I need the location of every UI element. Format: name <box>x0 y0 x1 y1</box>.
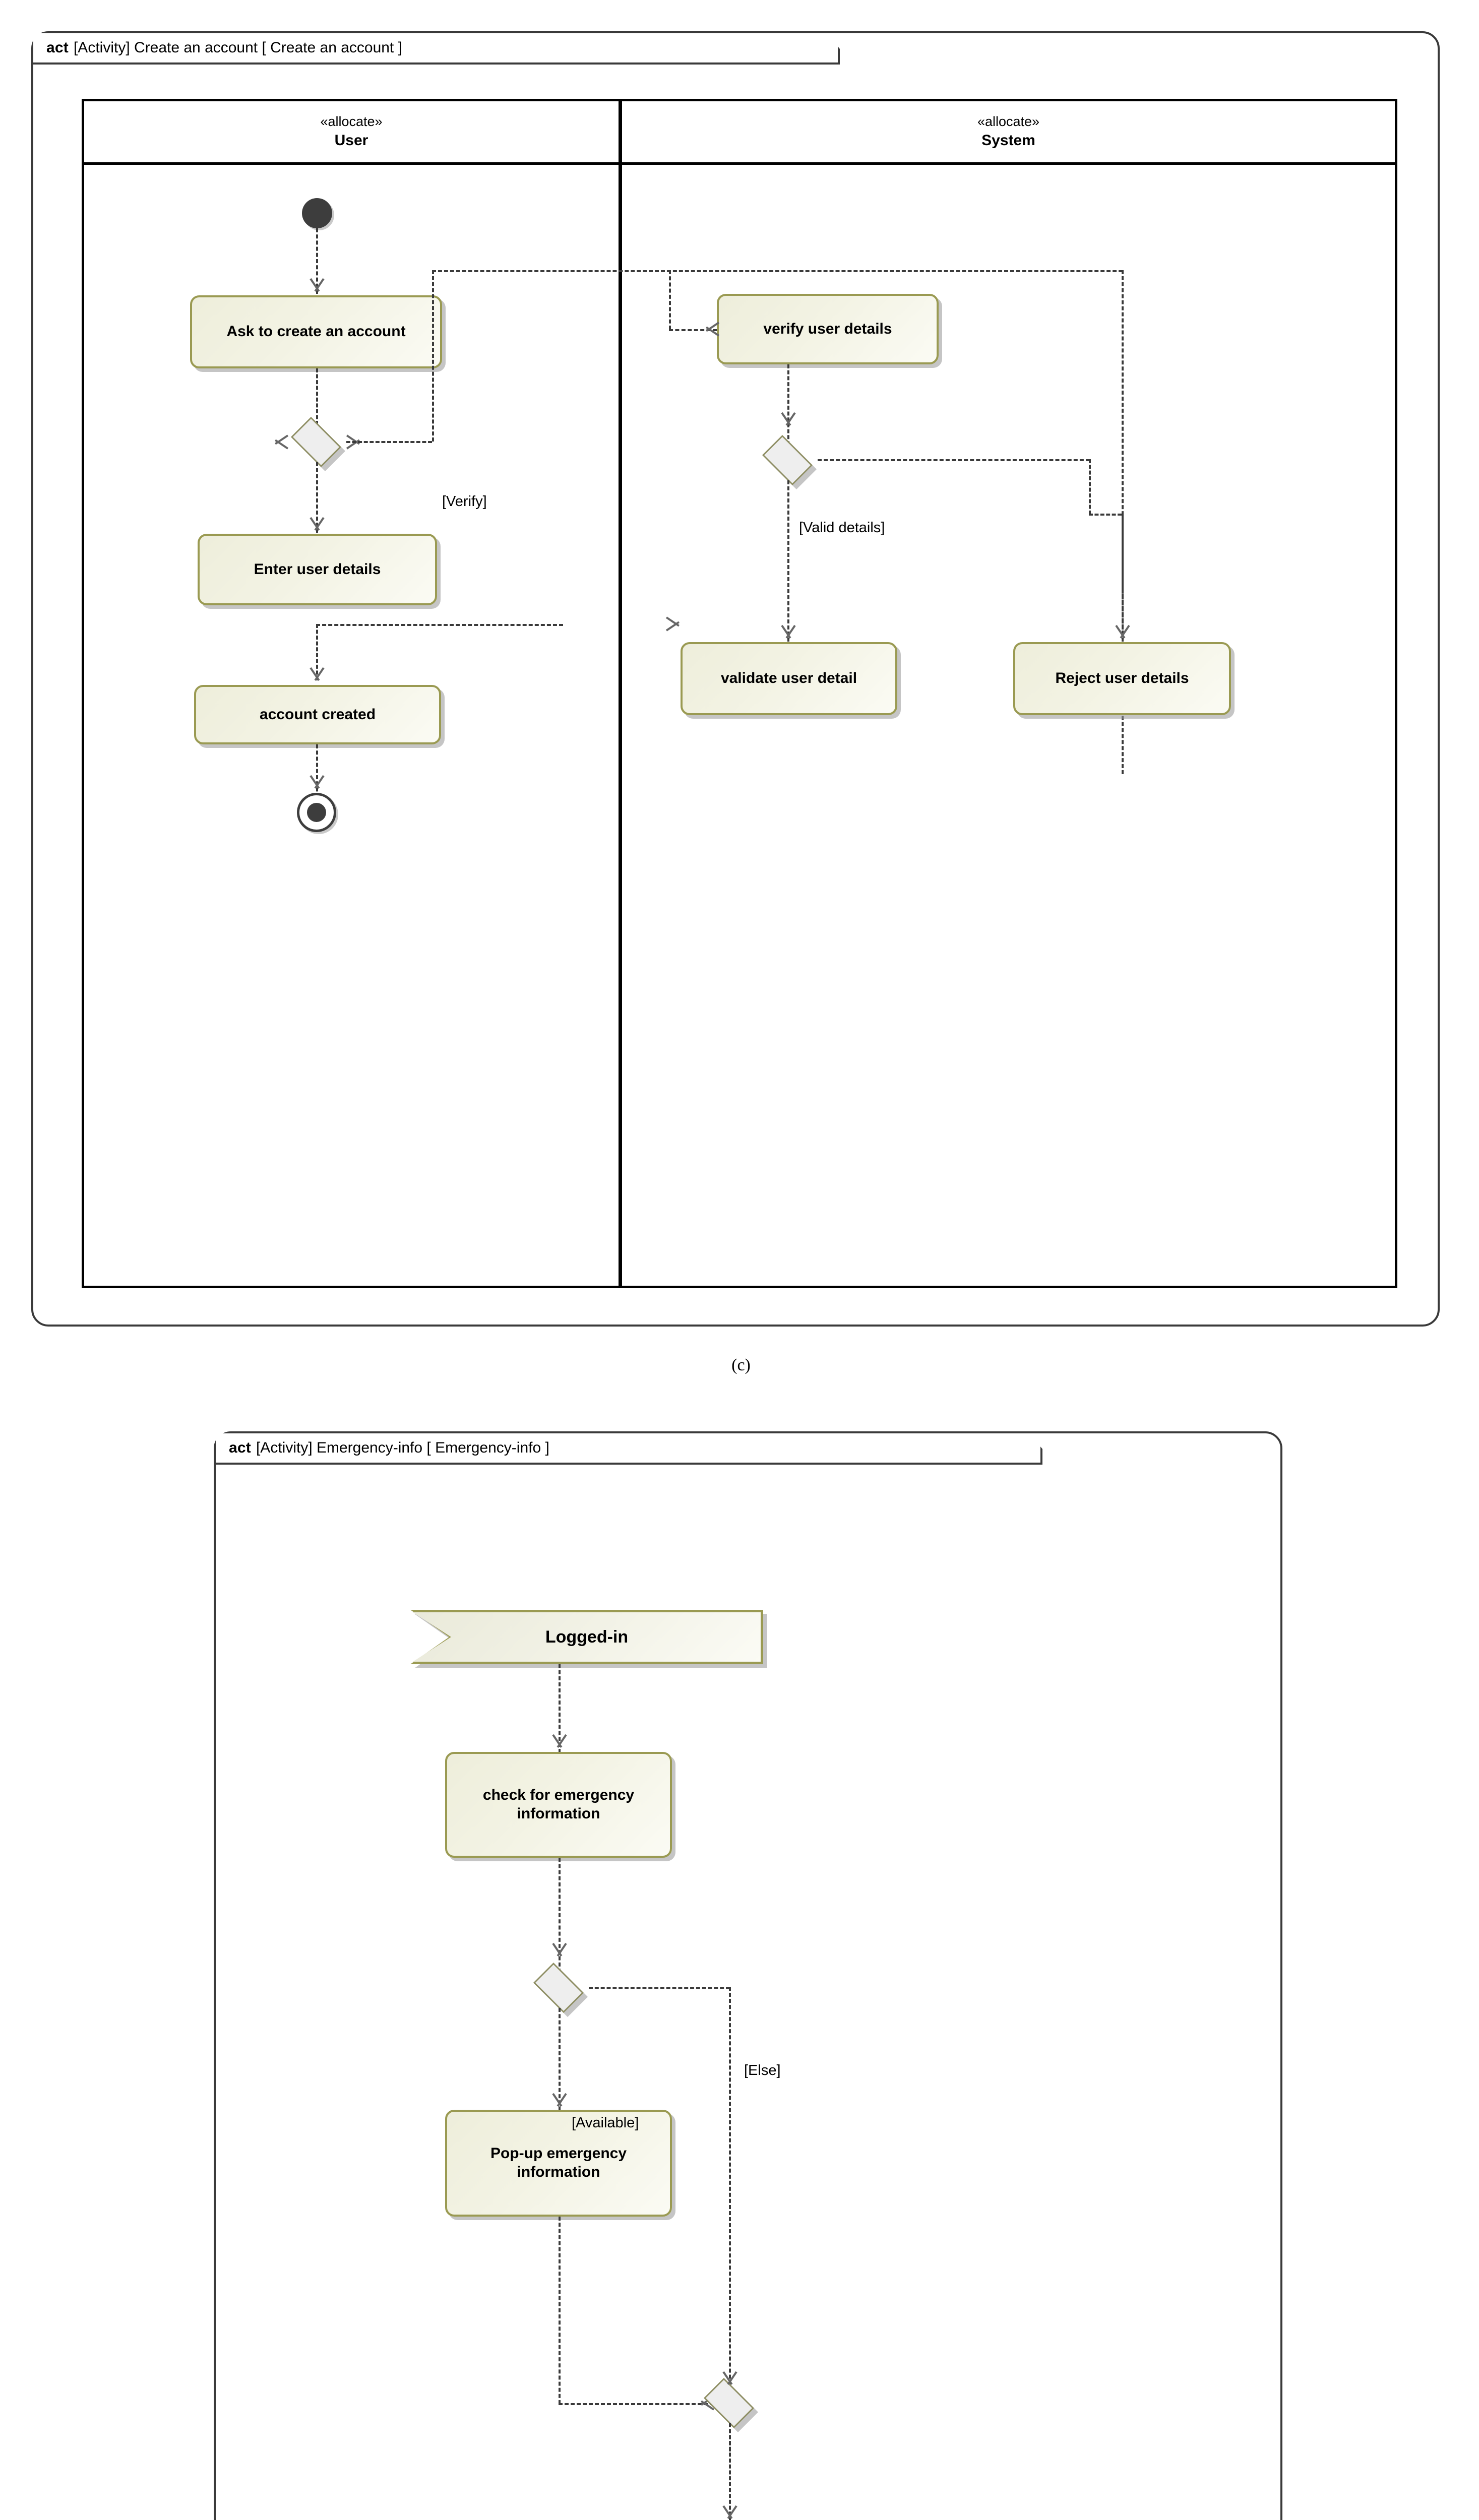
edge-initial-to-ask <box>316 228 318 294</box>
activity-final-node <box>297 793 336 832</box>
edge-into-verify <box>669 329 717 331</box>
action-validate-user-detail[interactable]: validate user detail <box>681 642 897 715</box>
action-label: Pop-up emergency information <box>490 2145 627 2180</box>
swimlane-header-user: «allocate» User <box>84 101 619 165</box>
action-label: Ask to create an account <box>226 323 406 340</box>
activity-frame-create-account: act [Activity] Create an account [ Creat… <box>31 31 1440 1327</box>
edge-decision-to-popup <box>559 2008 561 2123</box>
arrowhead-decision2-in <box>780 413 797 426</box>
edge-decision1-right <box>346 441 432 443</box>
swimlane-header-system: «allocate» System <box>622 101 1395 165</box>
frame-title: [Activity] Create an account [ Create an… <box>73 39 402 56</box>
decision-node-emergency-available <box>528 1963 589 2017</box>
arrowhead-verify-in <box>706 321 719 338</box>
action-check-for-emergency-information[interactable]: check for emergency information <box>445 1752 672 1858</box>
action-account-created[interactable]: account created <box>194 685 441 744</box>
action-enter-user-details[interactable]: Enter user details <box>198 534 437 605</box>
swimlane-divider <box>619 101 622 1286</box>
action-label: Enter user details <box>254 560 381 578</box>
arrowhead-check-in <box>551 1735 568 1748</box>
edge-verify-loop-left-riser <box>432 270 434 442</box>
arrowhead-enter-in <box>309 518 326 531</box>
swimlane-container: «allocate» User «allocate» System Ask to… <box>82 99 1397 1288</box>
edge-reject-drop <box>1089 459 1091 515</box>
swimlane-stereotype-system: «allocate» <box>977 113 1040 129</box>
swimlane-stereotype-user: «allocate» <box>320 113 383 129</box>
edge-verify-loop-top <box>432 270 1123 272</box>
edge-verify-to-decision2 <box>787 364 789 445</box>
arrowhead-final-in <box>721 2506 738 2519</box>
guard-label-available: [Available] <box>572 2115 639 2131</box>
frame-title: [Activity] Emergency-info [ Emergency-in… <box>256 1439 549 1456</box>
decision-node-valid-details <box>757 435 818 489</box>
guard-label-valid-details: [Valid details] <box>799 520 885 536</box>
edge-validate-to-account-created <box>316 624 563 626</box>
arrowhead-validate-out-left <box>666 615 680 633</box>
edge-decision2-to-validate <box>787 480 789 642</box>
edge-ask-to-decision1 <box>316 368 318 425</box>
edge-decision2-to-reject <box>818 459 1090 461</box>
edge-check-to-decision <box>559 1858 561 1973</box>
arrowhead-final-in <box>309 776 326 789</box>
edge-merge-to-final <box>729 2423 731 2520</box>
swimlane-name-user: User <box>334 132 368 149</box>
frame-tab-create-account: act [Activity] Create an account [ Creat… <box>33 33 840 65</box>
edge-reject-drop2 <box>1122 514 1124 635</box>
frame-tab-emergency-info: act [Activity] Emergency-info [ Emergenc… <box>216 1433 1042 1465</box>
action-popup-emergency-information[interactable]: Pop-up emergency information <box>445 2110 672 2217</box>
arrowhead-validate-in <box>780 625 797 639</box>
frame-keyword: act <box>46 39 69 56</box>
edge-top-rail-to-verify <box>669 270 671 330</box>
swimlane-name-system: System <box>981 132 1035 149</box>
edge-popup-down <box>559 2217 561 2404</box>
guard-label-else: [Else] <box>744 2062 781 2078</box>
guard-label-verify: [Verify] <box>442 493 487 510</box>
figure-caption-c: (c) <box>731 1356 751 1374</box>
accept-event-logged-in[interactable]: Logged-in <box>413 1612 761 1662</box>
accept-event-label: Logged-in <box>545 1627 629 1647</box>
arrowhead-merge-in-top <box>721 2372 738 2385</box>
edge-decision-else <box>589 1987 730 1989</box>
edge-logged-in-to-check <box>559 1664 561 1765</box>
action-label: verify user details <box>763 320 892 337</box>
arrowhead-ask-in <box>309 279 326 292</box>
edge-reject-jog <box>1089 514 1122 516</box>
frame-keyword: act <box>229 1439 251 1456</box>
action-ask-to-create-account[interactable]: Ask to create an account <box>190 295 442 368</box>
action-verify-user-details[interactable]: verify user details <box>717 294 939 364</box>
arrowhead-popup-in <box>551 2094 568 2107</box>
decision-node-verify <box>286 417 346 471</box>
edge-popup-to-merge <box>559 2403 720 2405</box>
action-label: validate user detail <box>720 670 857 687</box>
action-reject-user-details[interactable]: Reject user details <box>1013 642 1231 715</box>
edge-else-drop <box>729 1987 731 2451</box>
action-label: Reject user details <box>1055 670 1189 687</box>
arrowhead-account-created-in <box>309 668 326 681</box>
edge-join-down-to-account-created <box>316 624 318 680</box>
activity-frame-emergency-info: act [Activity] Emergency-info [ Emergenc… <box>214 1431 1282 2520</box>
arrowhead-reject-in <box>1114 625 1131 639</box>
edge-decision1-to-enter <box>316 462 318 533</box>
action-label: account created <box>259 706 376 723</box>
initial-node <box>302 198 332 228</box>
merge-node-emergency <box>699 2378 759 2432</box>
arrowhead-decision1-in-left <box>275 433 288 451</box>
arrowhead-decision-in <box>551 1943 568 1957</box>
action-label: check for emergency information <box>482 1787 635 1822</box>
